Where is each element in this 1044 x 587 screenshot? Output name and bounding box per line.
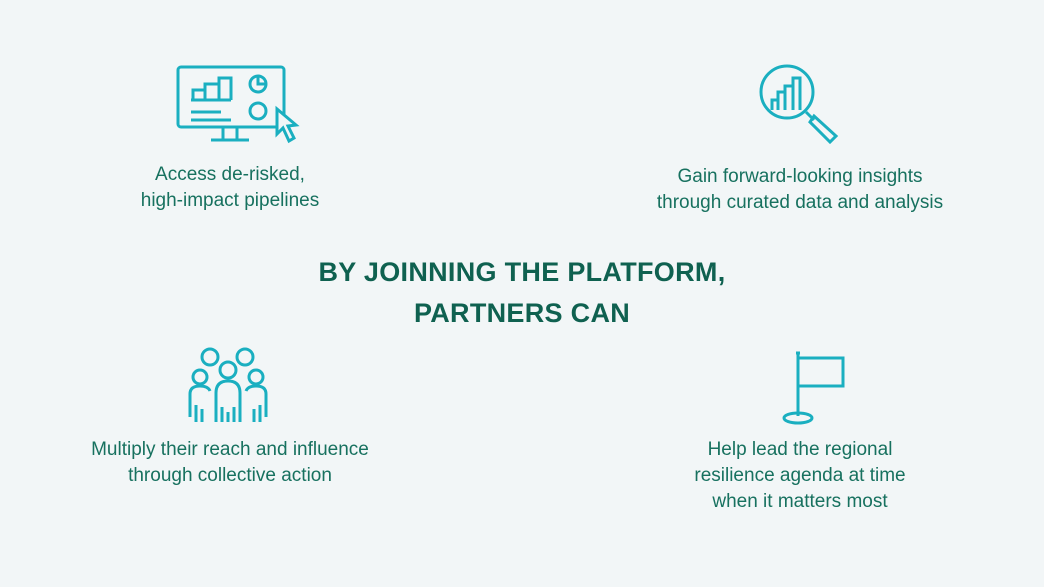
item-text: when it matters most [712,491,888,512]
item-forward-insights: Gain forward-looking insights through cu… [620,164,980,216]
people-group-icon [186,347,272,427]
item-text: Access de-risked, [155,164,305,185]
item-multiply-reach: Multiply their reach and influence throu… [60,437,400,489]
flag-icon [780,350,850,426]
magnifier-chart-icon [756,62,842,144]
item-lead-agenda: Help lead the regional resilience agenda… [660,437,940,515]
page-heading: BY JOINNING THE PLATFORM, PARTNERS CAN [0,252,1044,334]
dashboard-monitor-icon [175,64,300,146]
heading-line: BY JOINNING THE PLATFORM, [318,257,726,287]
item-text: Multiply their reach and influence [91,439,369,460]
item-text: Gain forward-looking insights [677,166,923,187]
item-access-pipelines: Access de-risked, high-impact pipelines [100,162,360,214]
heading-line: PARTNERS CAN [413,298,631,328]
item-text: Help lead the regional [707,439,893,460]
item-text: through curated data and analysis [656,192,944,213]
item-text: resilience agenda at time [694,465,906,486]
item-text: high-impact pipelines [140,190,320,211]
item-text: through collective action [128,465,332,486]
